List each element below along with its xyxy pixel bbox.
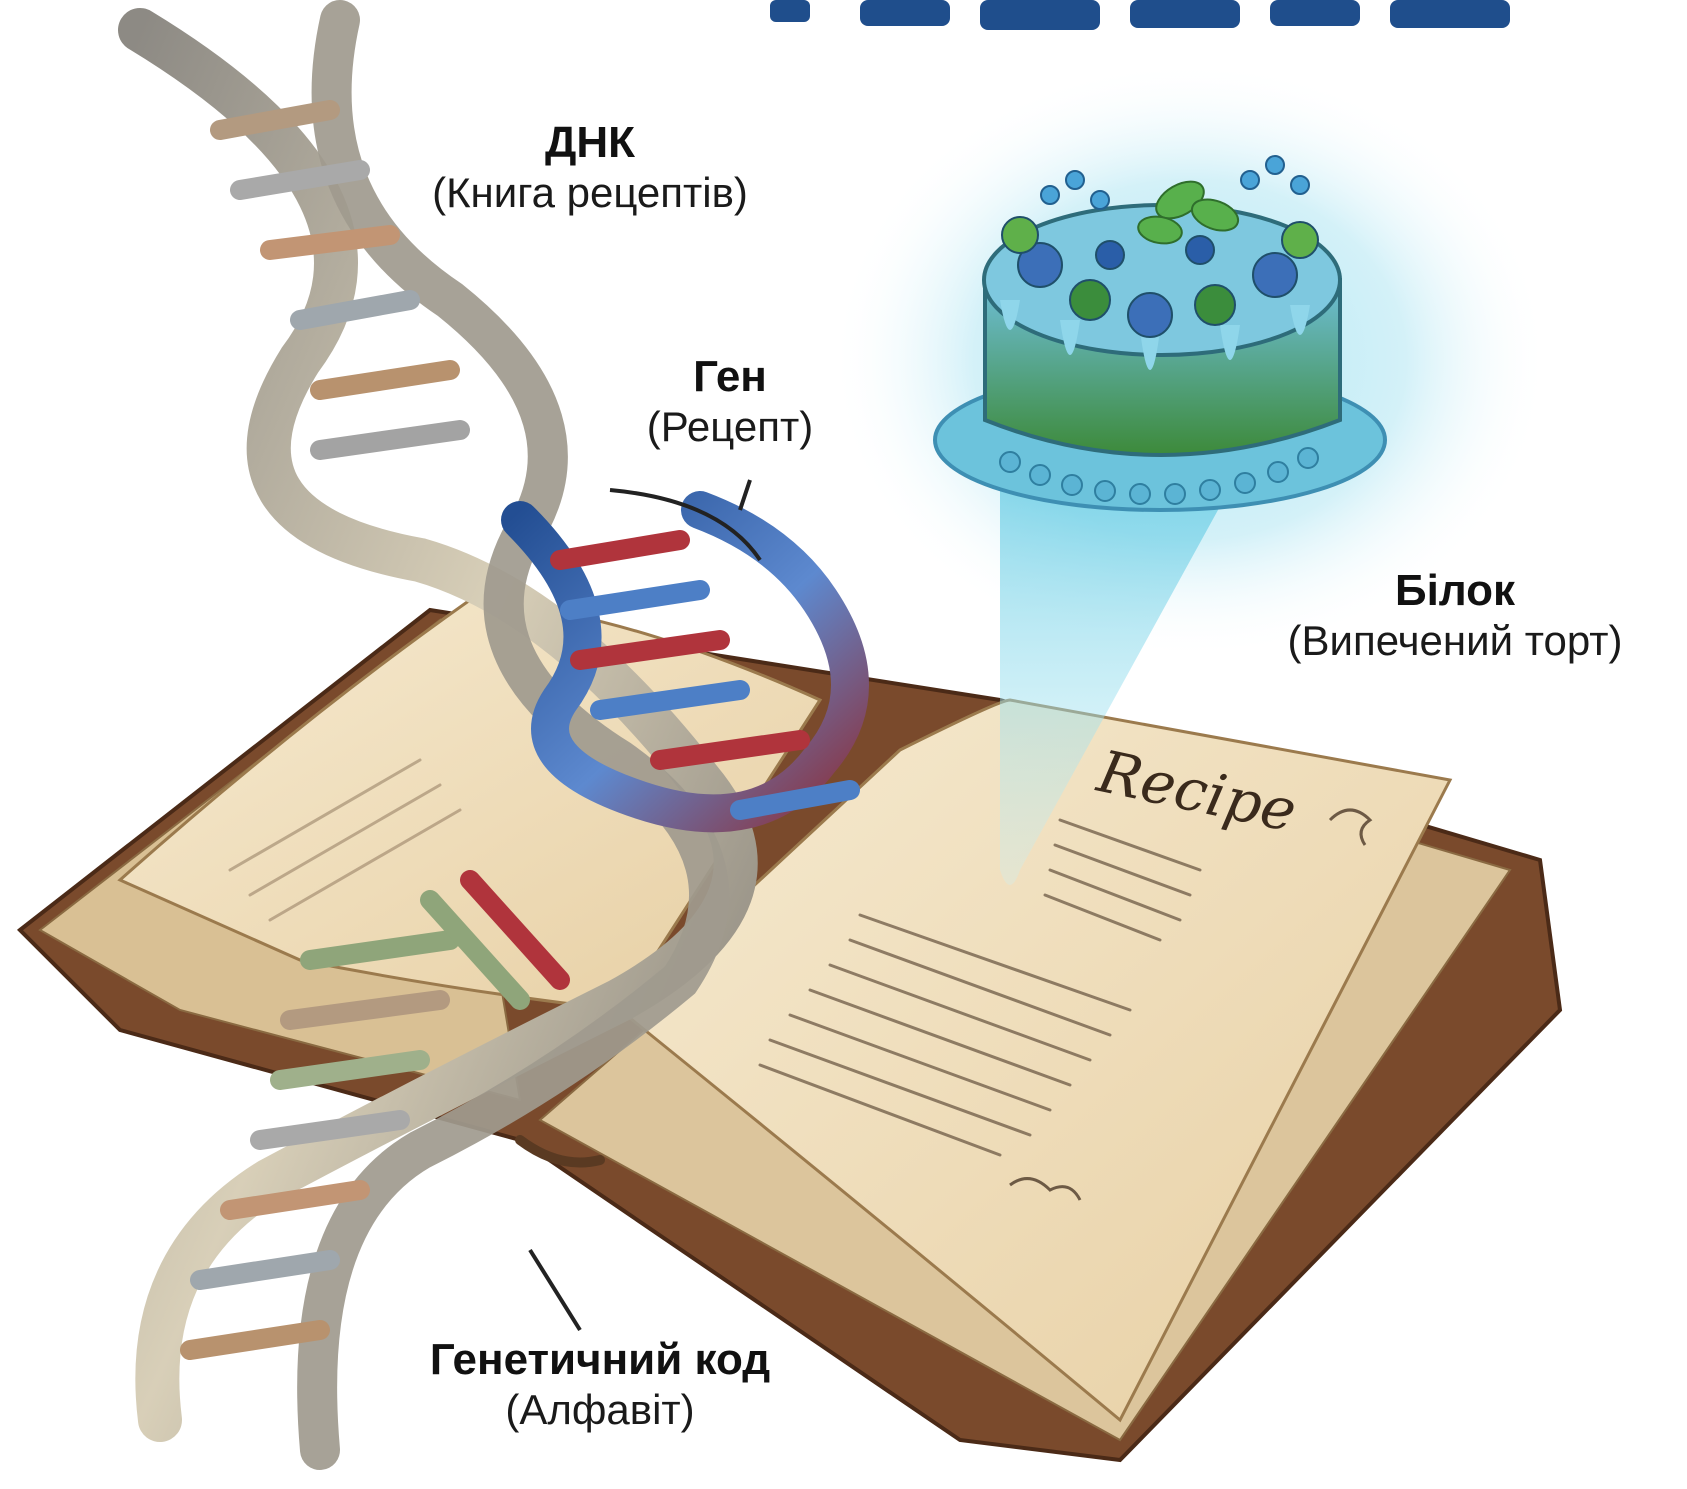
dna-subtitle: (Книга рецептів) <box>380 169 800 217</box>
protein-title: Білок <box>1240 566 1670 617</box>
dna-title: ДНК <box>380 118 800 169</box>
code-label: Генетичний код (Алфавіт) <box>380 1335 820 1434</box>
gene-title: Ген <box>600 352 860 403</box>
code-title: Генетичний код <box>380 1335 820 1386</box>
protein-label: Білок (Випечений торт) <box>1240 566 1670 665</box>
gene-label: Ген (Рецепт) <box>600 352 860 451</box>
code-pointer-line <box>530 1250 580 1330</box>
dna-label: ДНК (Книга рецептів) <box>380 118 800 217</box>
protein-subtitle: (Випечений торт) <box>1240 617 1670 665</box>
gene-pointer-tick <box>740 480 750 510</box>
cropped-title-fragment <box>770 0 1510 30</box>
gene-subtitle: (Рецепт) <box>600 403 860 451</box>
code-subtitle: (Алфавіт) <box>380 1386 820 1434</box>
